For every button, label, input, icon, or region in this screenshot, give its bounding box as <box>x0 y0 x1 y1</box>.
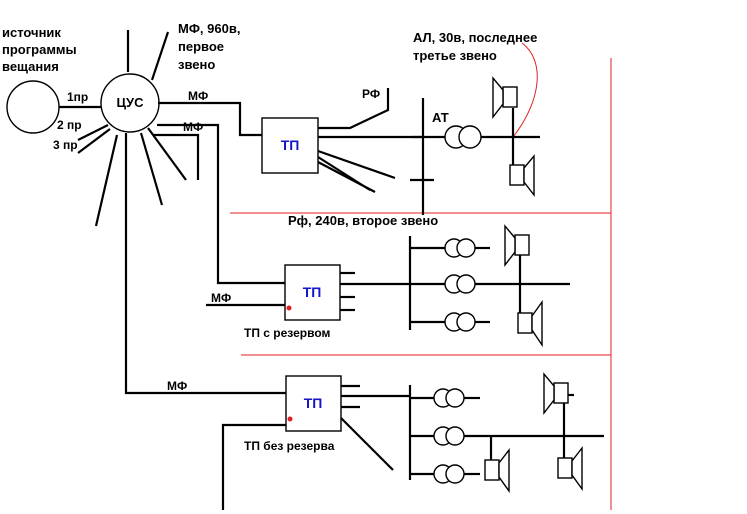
tp-top-label: ТП <box>281 137 300 153</box>
tp-reserve-label: ТП <box>303 284 322 300</box>
loudspeaker-bot-1 <box>543 372 569 416</box>
loudspeaker-mid-2 <box>517 299 543 348</box>
loudspeaker-top-1 <box>492 76 518 120</box>
pr2-label: 2 пр <box>57 118 82 132</box>
loudspeaker-bot-3 <box>557 445 583 492</box>
source-label-2: программы <box>2 42 77 57</box>
rf-second-label: Рф, 240в, второе звено <box>288 213 438 228</box>
mf-first-label-2: первое <box>178 39 224 54</box>
mf-first-label-1: МФ, 960в, <box>178 21 240 36</box>
rf-label: РФ <box>362 87 380 101</box>
mf-first-label-3: звено <box>178 57 215 72</box>
tp-no-reserve-outputs <box>340 384 604 484</box>
loudspeaker-top-2 <box>509 154 535 198</box>
tp-no-reserve-caption: ТП без резерва <box>244 439 335 453</box>
source-label-1: источник <box>2 25 61 40</box>
tp-reserve-outputs <box>340 236 570 332</box>
tp-no-reserve-label: ТП <box>304 395 323 411</box>
tp-top-outputs <box>317 88 455 193</box>
cus-label: ЦУС <box>117 95 145 110</box>
cus-spokes <box>77 30 187 227</box>
cus-node: ЦУС <box>100 73 160 133</box>
al-pointer-line <box>512 42 538 138</box>
pr3-label: 3 пр <box>53 138 78 152</box>
tp-reserve: ТП <box>284 264 341 321</box>
rf-bus-top <box>410 98 540 215</box>
tp-no-reserve: ТП <box>285 375 342 432</box>
mf-feeders <box>124 101 286 510</box>
program-source <box>6 80 60 134</box>
tp-top: ТП <box>261 117 319 174</box>
al-third-label-2: третье звено <box>413 48 497 63</box>
loudspeaker-bot-2 <box>484 447 510 494</box>
at-label: АТ <box>432 110 449 125</box>
mf-label-reserve: МФ <box>211 291 231 305</box>
source-label-3: вещания <box>2 59 59 74</box>
al-third-label-1: АЛ, 30в, последнее <box>413 30 537 45</box>
loudspeaker-mid-1 <box>504 224 530 268</box>
mf-label-bottom: МФ <box>167 379 187 393</box>
zone-borders <box>230 42 612 510</box>
tp-reserve-caption: ТП с резервом <box>244 326 331 340</box>
mf-label-second: МФ <box>183 120 203 134</box>
pr1-label: 1пр <box>67 90 88 104</box>
mf-label-top: МФ <box>188 89 208 103</box>
